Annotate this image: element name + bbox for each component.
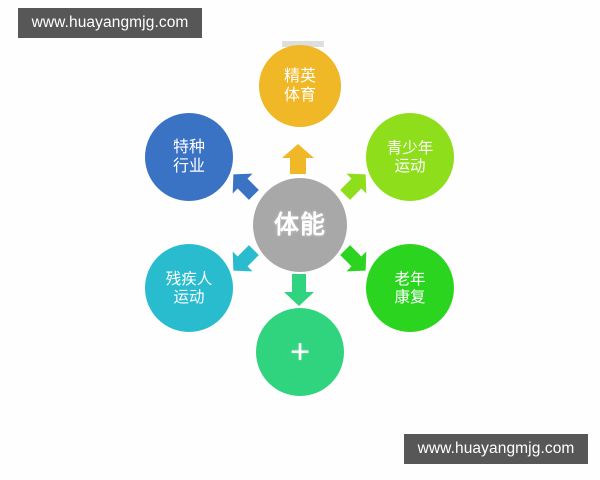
watermark-top: www.huayangmjg.com <box>18 8 202 38</box>
node-disabled-sports[interactable]: 残疾人 运动 <box>145 244 233 332</box>
node-add-more[interactable]: + <box>256 308 344 396</box>
arrow-down-left-icon <box>232 245 259 272</box>
node-youth-sports[interactable]: 青少年 运动 <box>366 113 454 201</box>
background-gray-bar <box>282 41 324 47</box>
node-special-industries[interactable]: 特种 行业 <box>145 113 233 201</box>
node-label-line: 特种 <box>172 137 205 157</box>
node-label-line: 行业 <box>172 156 205 175</box>
watermark-bottom: www.huayangmjg.com <box>404 434 588 464</box>
node-center-physical-fitness[interactable]: 体能 <box>253 178 347 272</box>
node-label-line: 残疾人 <box>165 269 213 288</box>
node-label-line: 运动 <box>394 157 426 175</box>
plus-icon: + <box>290 333 310 371</box>
node-label-line: 康复 <box>394 288 426 306</box>
node-elderly-rehabilitation[interactable]: 老年 康复 <box>366 244 454 332</box>
node-label-line: 运动 <box>173 288 205 306</box>
arrow-down-right-icon <box>340 245 367 272</box>
node-label-line: 老年 <box>394 269 426 288</box>
node-elite-sports[interactable]: 精英 体育 <box>259 45 341 127</box>
arrow-up-right-icon <box>340 173 367 200</box>
arrow-down-icon <box>284 274 314 306</box>
node-label-line: 体育 <box>283 85 316 104</box>
node-center-label: 体能 <box>273 210 326 240</box>
arrow-up-left-icon <box>232 173 259 200</box>
node-label-line: 精英 <box>283 66 316 86</box>
arrow-up-icon <box>282 144 314 174</box>
node-label-line: 青少年 <box>386 138 434 157</box>
